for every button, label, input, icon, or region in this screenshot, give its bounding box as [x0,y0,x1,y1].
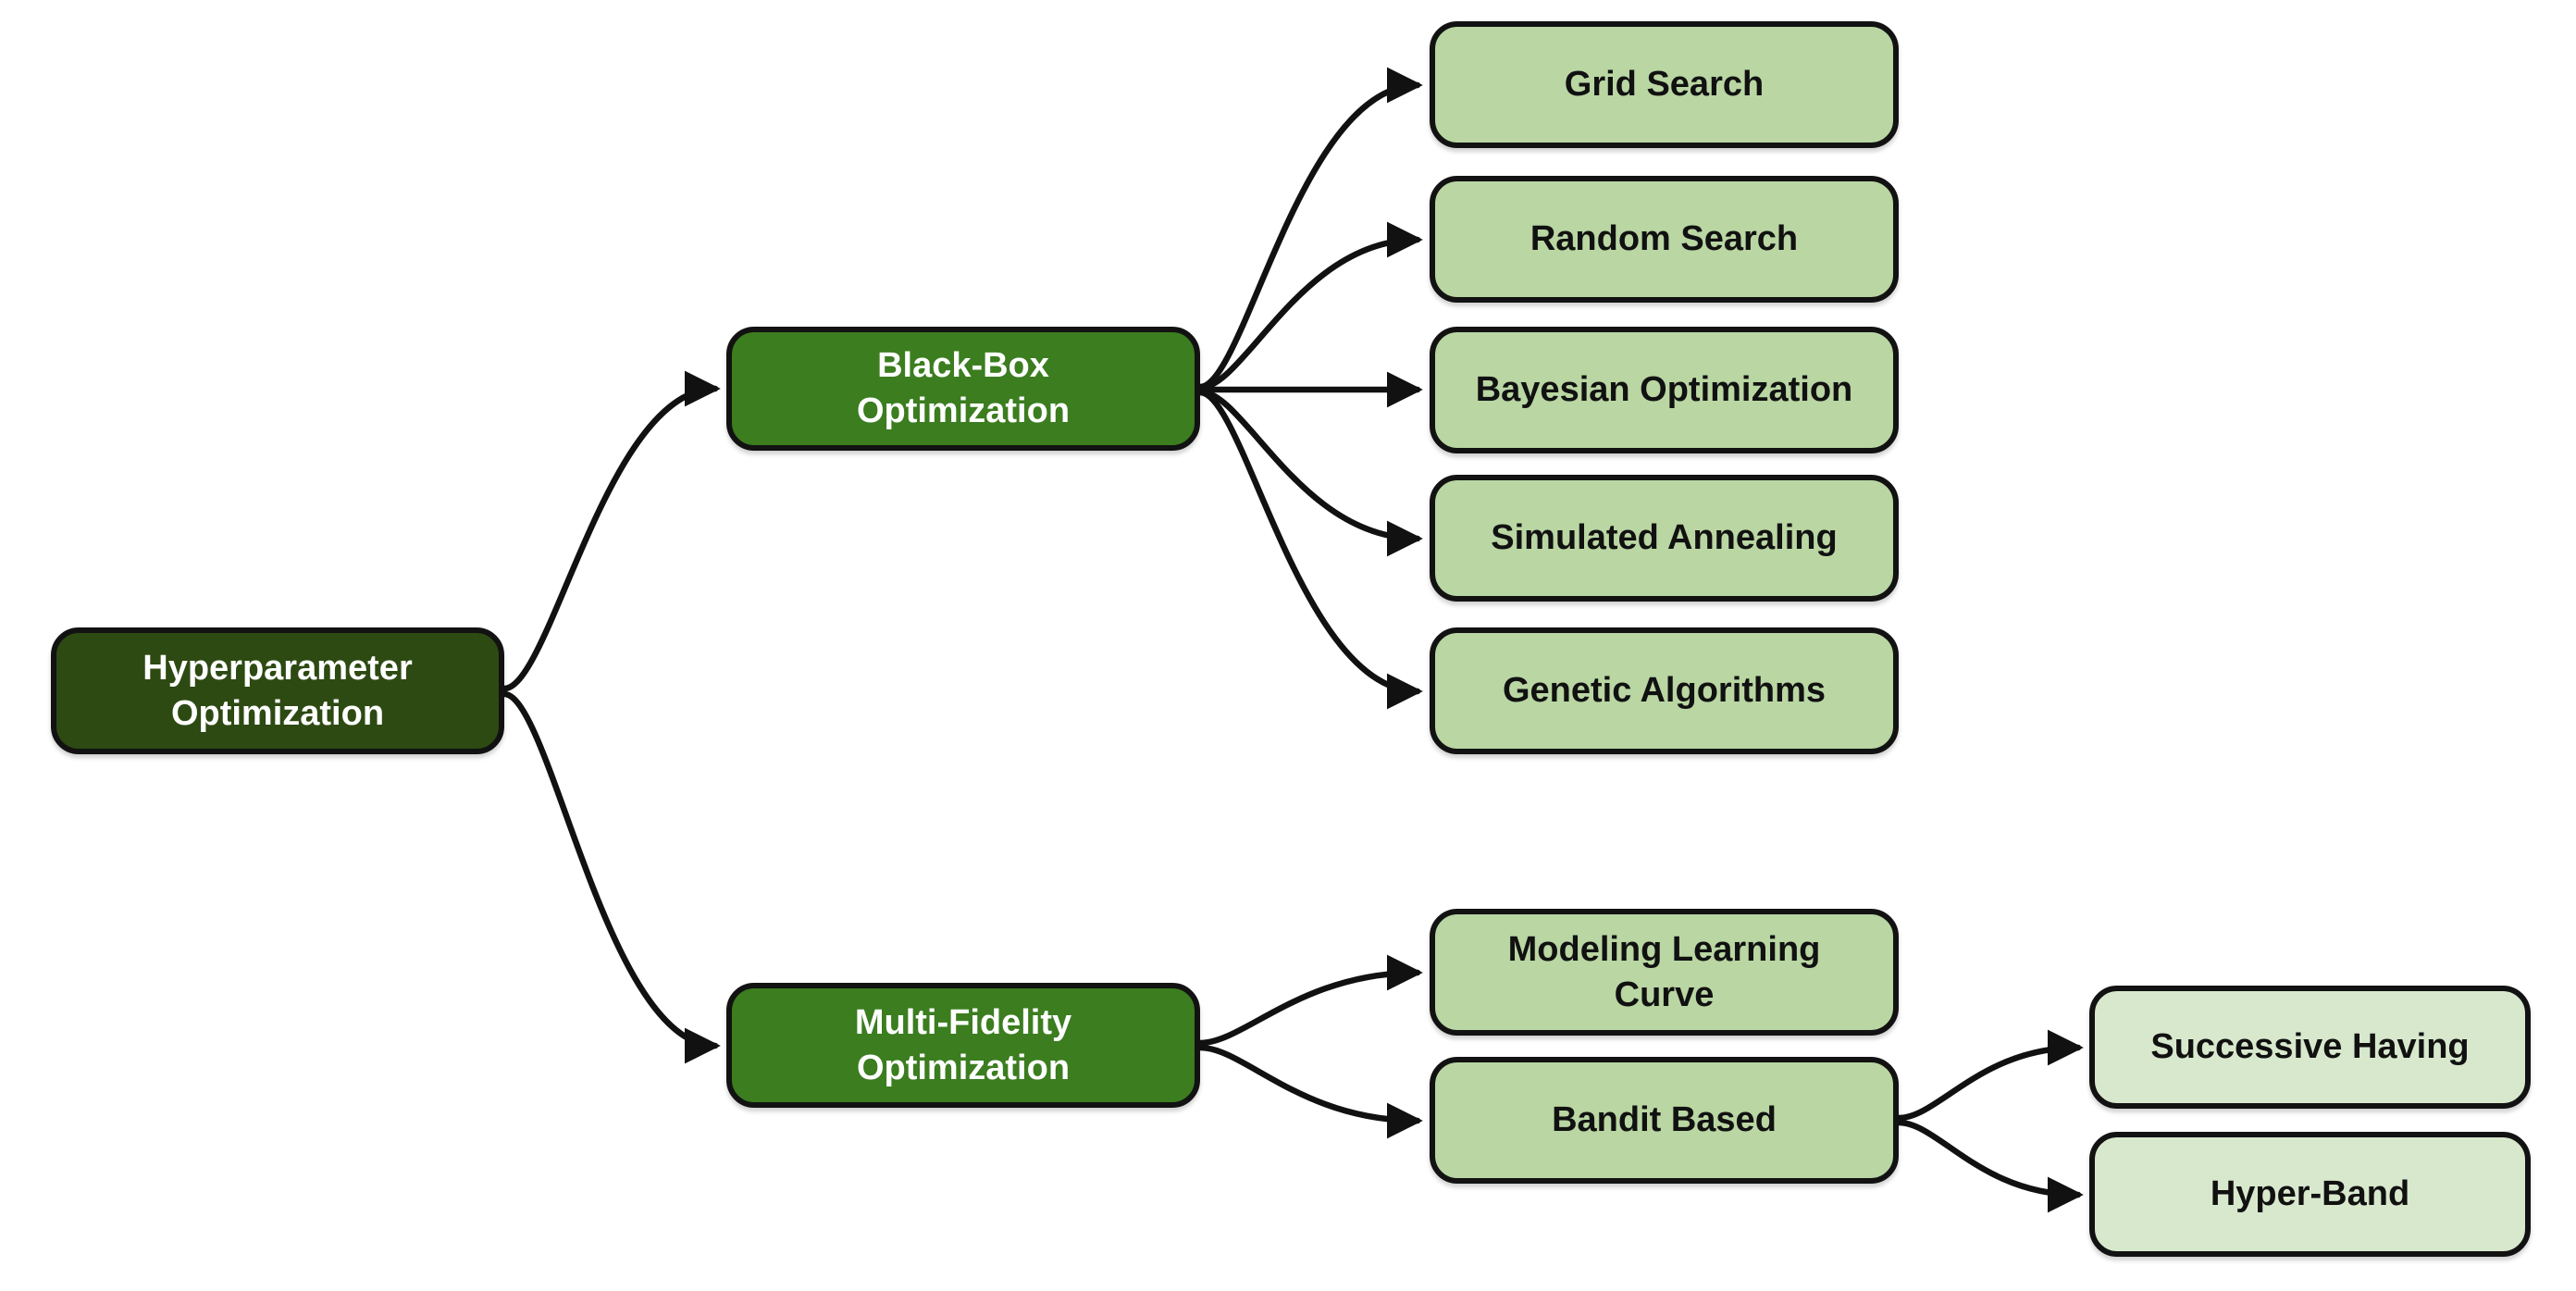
edge-root-to-multi-fidelity [501,690,721,1064]
node-label: Black-Box Optimization [856,346,1071,430]
node-label: Successive Having [2150,1027,2470,1067]
node-label: Simulated Annealing [1491,518,1838,558]
node-label: Genetic Algorithms [1502,671,1827,711]
node-label: Grid Search [1564,65,1765,105]
node-multi-fidelity-optimization: Multi-Fidelity Optimization [726,983,1200,1108]
node-label: Multi-Fidelity Optimization [854,1002,1072,1087]
node-black-box-optimization: Black-Box Optimization [726,327,1200,451]
node-genetic-algorithms: Genetic Algorithms [1430,627,1899,754]
node-label: Hyperparameter Optimization [142,648,413,733]
edge-black-box-to-genetic-algorithms [1196,389,1423,710]
edge-black-box-to-random-search [1196,221,1423,391]
edge-root-to-black-box [501,370,721,692]
edge-bandit-based-to-hyper-band [1895,1119,2084,1213]
edge-black-box-to-simulated-annealing [1196,388,1423,557]
edge-bandit-based-to-successive-having [1895,1029,2084,1122]
node-simulated-annealing: Simulated Annealing [1430,475,1899,602]
node-modeling-learning-curve: Modeling Learning Curve [1430,909,1899,1036]
node-hyperparameter-optimization: Hyperparameter Optimization [51,627,504,754]
node-bandit-based: Bandit Based [1430,1057,1899,1184]
node-random-search: Random Search [1430,176,1899,303]
node-label: Hyper-Band [2210,1174,2410,1214]
node-successive-having: Successive Having [2089,986,2531,1109]
node-label: Modeling Learning Curve [1507,929,1821,1014]
edge-black-box-to-grid-search [1196,67,1423,391]
node-bayesian-optimization: Bayesian Optimization [1430,327,1899,453]
node-hyper-band: Hyper-Band [2089,1132,2531,1257]
edge-multi-fidelity-to-bandit-based [1196,1044,1423,1139]
node-label: Bandit Based [1552,1100,1777,1140]
edge-multi-fidelity-to-modeling-learning-curve [1196,954,1423,1047]
node-label: Bayesian Optimization [1475,370,1853,410]
node-label: Random Search [1530,219,1799,259]
node-grid-search: Grid Search [1430,21,1899,148]
